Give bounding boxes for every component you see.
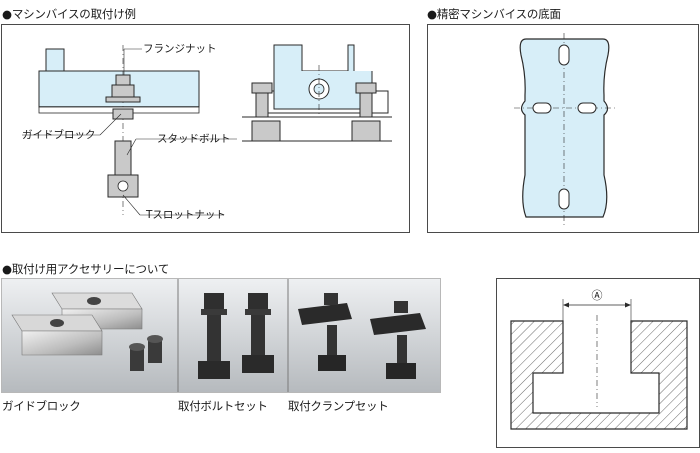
guide-block-photo: [11, 292, 163, 371]
mounting-example-panel: フランジナット ガイドブロック スタッドボルト Tスロットナット: [1, 24, 410, 233]
vise-bottom-panel: [427, 24, 699, 233]
vise-side-section: [22, 45, 237, 216]
bottom-slot: [532, 44, 597, 210]
dimension-a-label: Ⓐ: [592, 289, 603, 302]
mounting-example-heading: ●マシンバイスの取付け例: [2, 7, 136, 21]
bolt-set-caption: 取付ボルトセット: [178, 399, 268, 413]
t-slot-nut-label: Tスロットナット: [145, 209, 226, 221]
clamp-set-caption: 取付クランプセット: [288, 399, 389, 413]
bolt-set-photo: [198, 293, 274, 379]
vise-bottom-heading: ●精密マシンバイスの底面: [427, 7, 561, 21]
flange-nut-label: フランジナット: [143, 43, 217, 55]
guide-block-label: ガイドブロック: [22, 128, 96, 141]
t-slot-section-panel: Ⓐ: [496, 278, 700, 448]
vise-bottom-diagram: [514, 33, 615, 225]
accessories-photos: [1, 278, 441, 393]
accessories-heading: ●取付け用アクセサリーについて: [2, 262, 170, 276]
stud-bolt-label: スタッドボルト: [157, 133, 231, 145]
mounting-diagram: フランジナット ガイドブロック スタッドボルト Tスロットナット: [22, 43, 392, 221]
vise-front-view: [242, 44, 392, 142]
t-slot-diagram: Ⓐ: [510, 289, 688, 430]
clamp-set-photo: [298, 293, 426, 379]
guide-block-caption: ガイドブロック: [2, 399, 81, 413]
